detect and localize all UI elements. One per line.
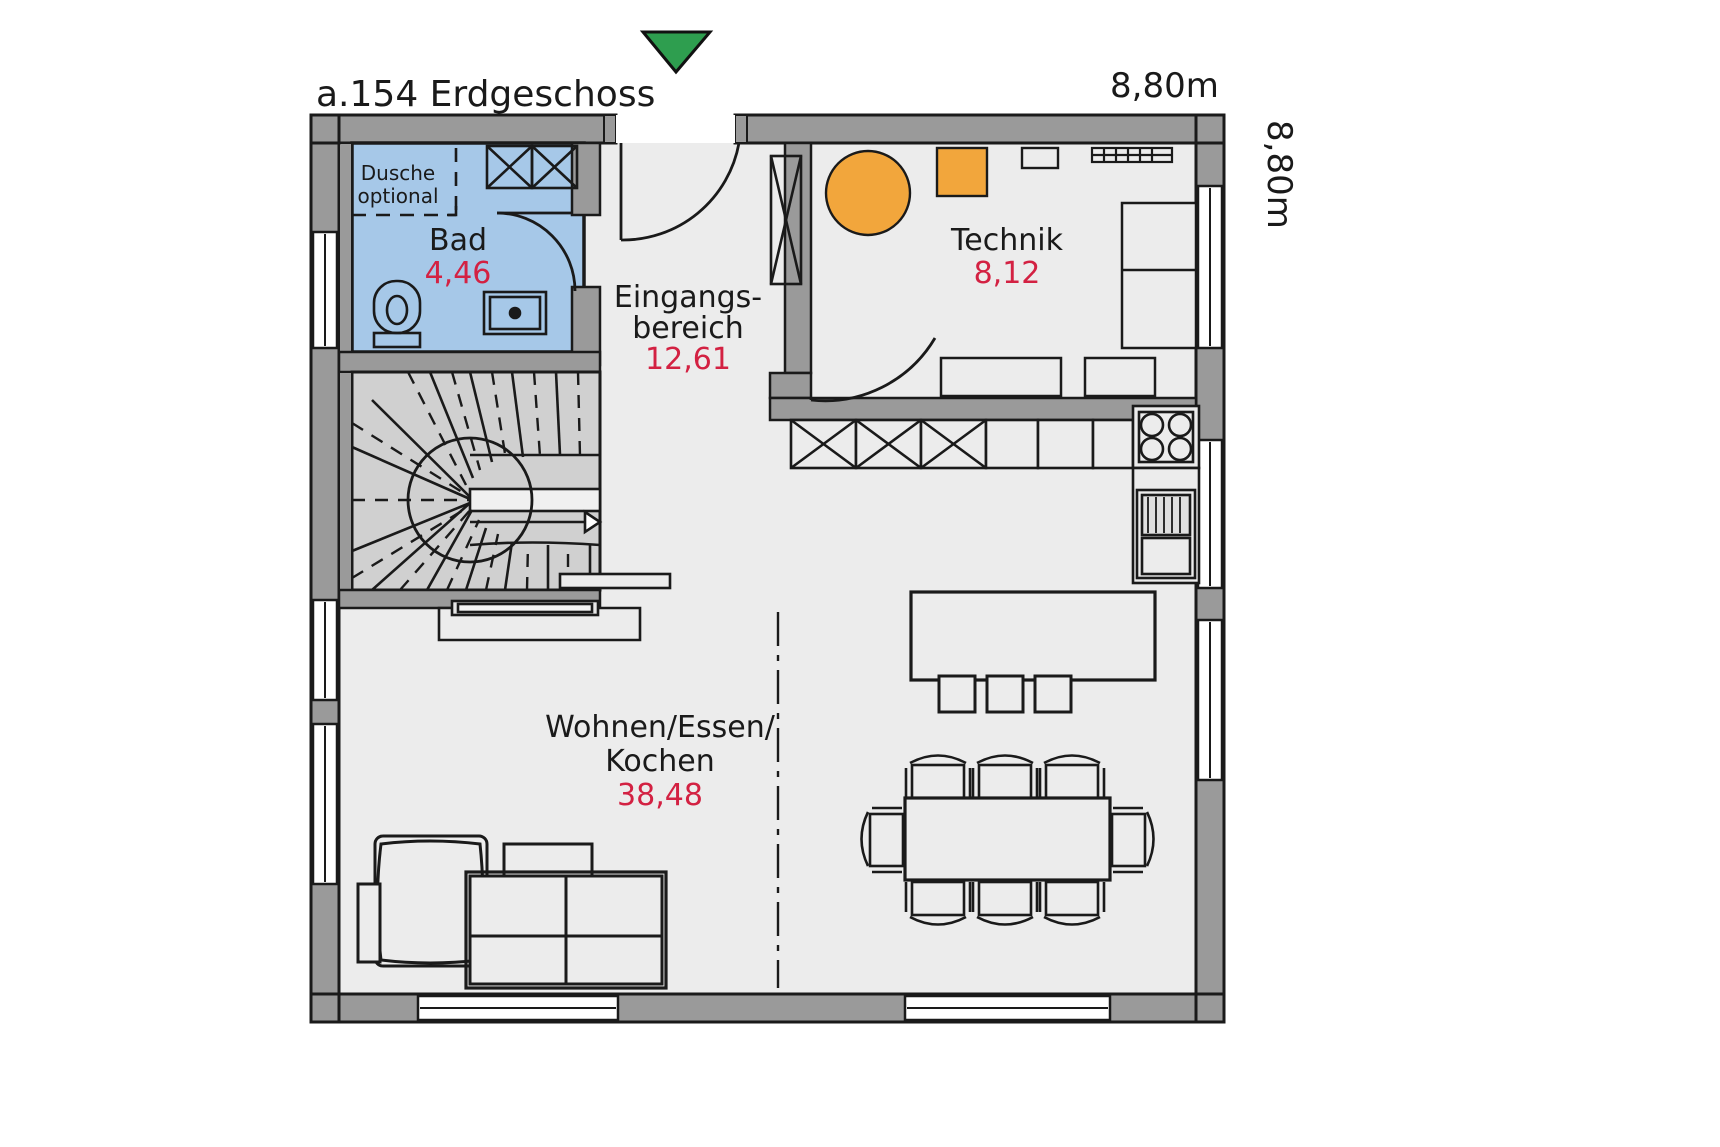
toilet-icon [372,279,422,349]
technik-wall-left [783,141,813,375]
window-left-living [311,722,339,886]
kitchen-wall-cabinets-icon [789,418,1040,470]
bath-cabinet-x-icon [485,144,579,190]
window-bottom-dining [903,994,1112,1022]
kitchen-island[interactable] [909,590,1157,714]
dining-chairs-top [904,754,1106,800]
kitchen-counter-segment [1036,418,1095,470]
kitchen-sink-icon [1135,488,1197,580]
wall-top-right [733,113,1226,145]
dining-chair-4 [904,880,972,926]
shower-dashed-outline-icon [352,148,458,217]
window-right-kitchen [1196,438,1224,590]
entry-opening [616,115,735,143]
technik-wall-left-foot [768,371,813,400]
page-title: a.154 Erdgeschoss [316,74,655,115]
shower-corner-ticks-icon [447,206,458,217]
sofa-l-shape [356,834,668,990]
dining-chair-1 [904,754,972,800]
staircase[interactable] [337,370,603,610]
dining-chair-left [860,806,905,874]
stair-wall-left [338,371,353,591]
cooktop-4-burner-icon [1091,404,1201,470]
stair-dashed-lines [351,371,582,591]
dimension-top-label: 8,80m [1110,66,1219,106]
window-left-stair [311,598,339,702]
eingang-room-area: 12,61 [645,342,731,377]
stair-bottom-step [437,572,672,642]
bar-stools-group [937,674,1073,714]
island-counter [909,590,1157,682]
stair-up-arrow-icon [470,509,603,535]
eingang-room-name-line2: bereich [632,311,743,346]
dusche-optional-line1: Dusche [361,161,435,185]
dining-set[interactable] [860,754,1155,926]
technik-tall-appliance-icon [1120,201,1198,350]
technik-low-units-icon [939,356,1157,398]
dining-chairs-sides [860,806,1155,874]
technik-partition-x-door-icon [769,154,803,286]
kitchen-run[interactable] [789,404,1201,585]
bad-door-icon [496,211,577,292]
wall-jamb-entry-left [603,114,617,144]
stair-pivot-circle [406,436,534,564]
dimension-right-label: 8,80m [1259,120,1299,229]
dining-chairs-bottom [904,880,1106,926]
living-furniture[interactable] [356,834,668,990]
windows-group [311,184,1224,1022]
window-right-technik [1196,184,1224,350]
wall-jamb-entry-right [734,114,748,144]
bar-stool-2 [985,674,1025,714]
window-left-bath [311,230,339,350]
window-right-dining [1196,618,1224,782]
technik-room-area: 8,12 [974,256,1041,291]
dining-chair-5 [971,880,1039,926]
technik-unit-icon [935,146,989,198]
entrance-door-icon [619,142,741,242]
room-bad[interactable]: Dusche optional Bad 4,46 [337,141,602,374]
north-marker-icon [639,30,714,75]
bar-stool-3 [1033,674,1073,714]
dining-chair-2 [971,754,1039,800]
technik-door-icon [809,337,937,403]
technik-vent-icon [1090,146,1174,164]
room-eingangsbereich[interactable]: Eingangs- bereich 12,61 [614,142,762,377]
eingang-room-name-line1: Eingangs- [614,280,762,315]
wohnen-room-area: 38,48 [617,778,703,813]
technik-room-name: Technik [950,223,1064,258]
dining-chair-right [1110,806,1155,874]
bad-room-name: Bad [429,223,487,258]
bad-room-area: 4,46 [425,256,492,291]
dining-chair-6 [1038,880,1106,926]
dusche-optional-line2: optional [357,184,438,208]
wohnen-room-name-line1: Wohnen/Essen/ [545,710,776,745]
wohnen-room-name-line2: Kochen [605,744,715,779]
dining-table [903,796,1112,882]
window-bottom-living [416,994,620,1022]
wall-corners-overlay [309,113,1226,1024]
room-technik[interactable]: Technik 8,12 [768,141,1198,422]
wall-top-left [309,113,618,145]
boiler-circle-icon [824,149,912,237]
washbasin-icon [482,290,548,336]
bad-wall-bottom [337,350,602,374]
bar-stool-1 [937,674,977,714]
technik-box-icon [1020,146,1060,170]
wohnen-labels: Wohnen/Essen/ Kochen 38,48 [545,710,776,813]
bad-wall-left [338,142,353,353]
